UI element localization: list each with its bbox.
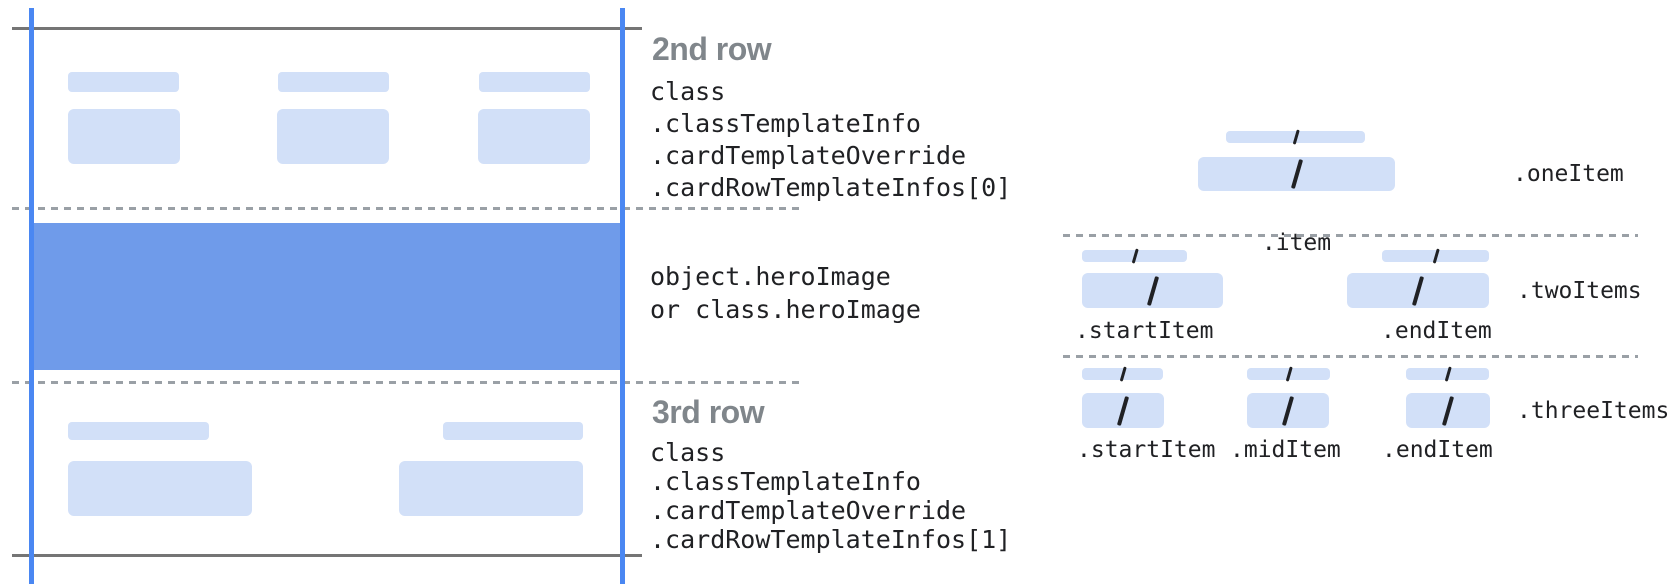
slash-icon	[1146, 275, 1159, 306]
code-line: or class.heroImage	[650, 295, 921, 324]
slash-icon	[1285, 366, 1292, 382]
second-row-col1-value-placeholder	[68, 109, 180, 164]
code-line: .classTemplateInfo	[650, 467, 921, 496]
second-row-col2-value-placeholder	[277, 109, 389, 164]
two-items-start-label: .startItem	[1075, 318, 1214, 344]
second-row-col2-label-placeholder	[278, 72, 389, 92]
hero-image-code-block: object.heroImage or class.heroImage	[650, 260, 921, 326]
two-items-start-value-bar	[1082, 273, 1223, 308]
slash-icon	[1444, 366, 1451, 382]
row-divider-dashed-top	[12, 207, 800, 210]
three-items-start-value-bar	[1082, 393, 1164, 428]
three-items-mid-label-bar	[1247, 366, 1330, 382]
two-items-start-label-bar	[1082, 248, 1187, 264]
row-divider-dashed-bottom	[12, 381, 800, 384]
one-item-label-bar	[1226, 129, 1365, 145]
slash-icon	[1292, 129, 1299, 145]
three-items-mid-label: .midItem	[1230, 437, 1341, 463]
code-line: class	[650, 77, 726, 106]
second-row-col1-label-placeholder	[68, 72, 179, 92]
slash-icon	[1441, 395, 1455, 426]
item-layout-divider-1	[1063, 234, 1638, 237]
slash-icon	[1290, 159, 1303, 189]
code-line: object.heroImage	[650, 262, 891, 291]
slash-icon	[1411, 275, 1425, 306]
third-row-code-block: class .classTemplateInfo .cardTemplateOv…	[650, 438, 1011, 554]
one-item-value-bar	[1198, 157, 1395, 191]
third-row-col1-label-placeholder	[68, 422, 209, 440]
card-bottom-border	[12, 554, 642, 557]
third-row-col2-value-placeholder	[399, 461, 583, 516]
three-items-row-label: .threeItems	[1517, 398, 1670, 424]
two-items-end-label-bar	[1382, 248, 1489, 264]
code-line: .cardTemplateOverride	[650, 496, 967, 525]
third-row-heading: 3rd row	[652, 394, 765, 430]
second-row-col3-value-placeholder	[478, 109, 590, 164]
item-layout-divider-2	[1063, 355, 1638, 358]
code-line: .cardTemplateOverride	[650, 141, 967, 170]
code-line: .cardRowTemplateInfos[0]	[650, 173, 1012, 202]
second-row-heading: 2nd row	[652, 31, 772, 67]
second-row-code-block: class .classTemplateInfo .cardTemplateOv…	[650, 76, 1011, 204]
second-row-col3-label-placeholder	[479, 72, 590, 92]
slash-icon	[1131, 248, 1138, 264]
third-row-col2-label-placeholder	[443, 422, 583, 440]
slash-icon	[1116, 395, 1130, 426]
code-line: class	[650, 438, 726, 467]
code-line: .classTemplateInfo	[650, 109, 921, 138]
card-right-edge-guide	[620, 8, 625, 584]
third-row-col1-value-placeholder	[68, 461, 252, 516]
one-item-row-label: .oneItem	[1513, 161, 1624, 187]
two-items-end-value-bar	[1347, 273, 1489, 308]
three-items-start-label-bar	[1082, 366, 1163, 382]
card-top-border	[12, 27, 642, 30]
two-items-end-label: .endItem	[1381, 318, 1492, 344]
slash-icon	[1119, 366, 1126, 382]
hero-image-band	[34, 223, 622, 370]
three-items-end-value-bar	[1406, 393, 1490, 428]
card-left-edge-guide	[29, 8, 34, 584]
code-line: .cardRowTemplateInfos[1]	[650, 525, 1012, 554]
slash-icon	[1281, 395, 1295, 426]
three-items-mid-value-bar	[1247, 393, 1329, 428]
two-items-row-label: .twoItems	[1517, 278, 1642, 304]
three-items-end-label: .endItem	[1382, 437, 1493, 463]
slash-icon	[1432, 248, 1439, 264]
three-items-end-label-bar	[1406, 366, 1489, 382]
three-items-start-label: .startItem	[1077, 437, 1216, 463]
